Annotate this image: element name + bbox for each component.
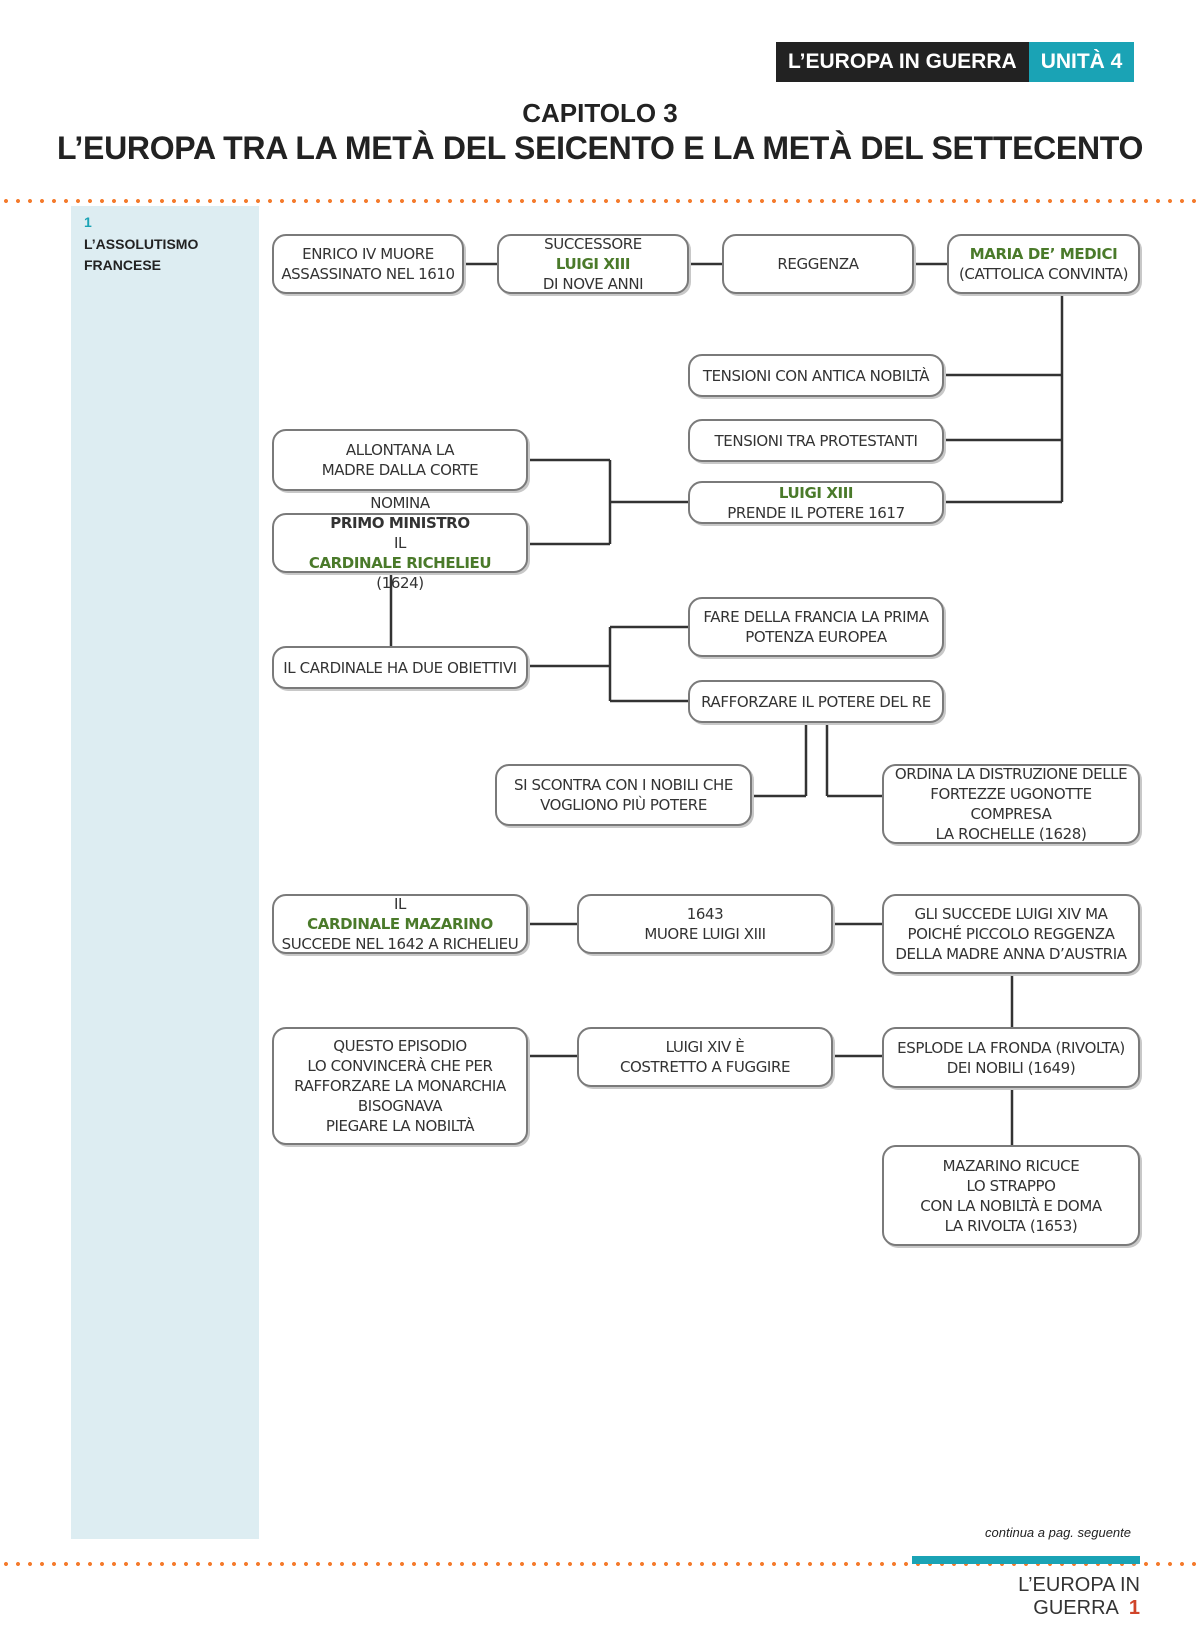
box-ordina-line2: FORTEZZE UGONOTTE COMPRESA	[930, 785, 1092, 823]
section-title: L’ASSOLUTISMO FRANCESE	[84, 236, 199, 273]
footer-title: L’EUROPA IN GUERRA	[1018, 1574, 1140, 1619]
box-allontana-line1: ALLONTANA LA	[345, 441, 455, 459]
box-maria-line2: (CATTOLICA CONVINTA)	[958, 265, 1129, 283]
box-successore: SUCCESSORE LUIGI XIII DI NOVE ANNI	[497, 234, 689, 294]
box-maria-highlight: MARIA DE’ MEDICI	[969, 245, 1118, 263]
chapter-label: CAPITOLO 3	[522, 98, 678, 128]
box-mazarino-line2: SUCCEDE NEL 1642 A RICHELIEU	[281, 935, 519, 953]
box-fronda-line2: DEI NOBILI (1649)	[946, 1058, 1076, 1077]
box-allontana-madre: ALLONTANA LA MADRE DALLA CORTE	[272, 429, 528, 491]
box-enrico-line1: ENRICO IV MUORE	[302, 245, 434, 263]
page-number: 1	[1128, 1597, 1140, 1619]
continue-note: continua a pag. seguente	[985, 1525, 1132, 1540]
bottom-dotted-divider	[0, 1562, 1200, 1566]
box-luigi-potere-highlight: LUIGI XIII	[778, 483, 854, 502]
box-mazarino-highlight: CARDINALE MAZARINO	[307, 915, 493, 933]
box-successore-line2: DI NOVE ANNI	[542, 275, 644, 293]
box-episodio-line1: QUESTO EPISODIO	[333, 1037, 467, 1055]
box-costretto-fuggire: LUIGI XIV È COSTRETTO A FUGGIRE	[577, 1027, 833, 1087]
box-ordina-line1: ORDINA LA DISTRUZIONE DELLE	[894, 765, 1128, 783]
box-succede-line1: GLI SUCCEDE LUIGI XIV MA	[914, 905, 1108, 923]
box-obiettivi-label: IL CARDINALE HA DUE OBIETTIVI	[283, 658, 517, 677]
box-tensioni-nobilta: TENSIONI CON ANTICA NOBILTÀ	[688, 354, 944, 397]
box-muore-line1: 1643	[686, 905, 724, 923]
page-title: L’EUROPA TRA LA METÀ DEL SEICENTO E LA M…	[56, 130, 1144, 166]
box-luigi-potere-text: PRENDE IL POTERE 1617	[727, 503, 905, 522]
box-scontra-nobili: SI SCONTRA CON I NOBILI CHE VOGLIONO PIÙ …	[495, 764, 752, 826]
box-succede-line2: POICHÉ PICCOLO REGGENZA	[907, 925, 1115, 943]
unit-tag-title: L’EUROPA IN GUERRA	[776, 42, 1029, 82]
footer-accent-bar	[912, 1556, 1140, 1564]
box-rafforzare-label: RAFFORZARE IL POTERE DEL RE	[701, 692, 931, 711]
box-maria-de-medici: MARIA DE’ MEDICI (CATTOLICA CONVINTA)	[947, 234, 1140, 294]
box-fuggire-line1: LUIGI XIV È	[665, 1038, 745, 1056]
box-nomina-richelieu: NOMINA PRIMO MINISTRO IL CARDINALE RICHE…	[272, 494, 528, 592]
box-mazarino-prefix: IL	[394, 895, 406, 913]
box-reggenza: REGGENZA	[722, 234, 914, 294]
box-tensioni-protestanti-label: TENSIONI TRA PROTESTANTI	[714, 431, 918, 450]
box-ordina-distruzione: ORDINA LA DISTRUZIONE DELLE FORTEZZE UGON…	[882, 764, 1140, 844]
box-succede-luigi-xiv: GLI SUCCEDE LUIGI XIV MA POICHÉ PICCOLO R…	[882, 894, 1140, 974]
box-tensioni-protestanti: TENSIONI TRA PROTESTANTI	[688, 419, 944, 462]
box-luigi-prende-potere: LUIGI XIII PRENDE IL POTERE 1617	[688, 481, 944, 524]
box-allontana-line2: MADRE DALLA CORTE	[321, 461, 479, 479]
box-fronda: ESPLODE LA FRONDA (RIVOLTA)DEI NOBILI (1…	[882, 1027, 1140, 1088]
box-ricuce-line2: LO STRAPPO	[966, 1176, 1056, 1195]
box-successore-highlight: LUIGI XIII	[555, 255, 631, 273]
box-tensioni-nobilta-label: TENSIONI CON ANTICA NOBILTÀ	[702, 366, 930, 385]
box-nomina-prefix: NOMINA	[370, 494, 430, 512]
box-episodio-line5: PIEGARE LA NOBILTÀ	[325, 1117, 475, 1135]
box-francia-line2: POTENZA EUROPEA	[745, 628, 887, 646]
box-francia-line1: FARE DELLA FRANCIA LA PRIMA	[703, 608, 929, 626]
box-nomina-highlight: CARDINALE RICHELIEU	[308, 554, 492, 572]
box-episodio-line3: RAFFORZARE LA MONARCHIA	[294, 1077, 506, 1095]
box-due-obiettivi: IL CARDINALE HA DUE OBIETTIVI	[272, 646, 528, 689]
box-ricuce-line1: MAZARINO RICUCE	[942, 1156, 1080, 1175]
box-episodio-line2: LO CONVINCERÀ CHE PER	[307, 1057, 493, 1075]
box-enrico-line2: ASSASSINATO NEL 1610	[281, 265, 455, 283]
box-ordina-line3: LA ROCHELLE (1628)	[935, 825, 1087, 843]
unit-tag-number: UNITÀ 4	[1028, 42, 1135, 82]
unit-tag: L’EUROPA IN GUERRA UNITÀ 4	[776, 42, 1135, 82]
box-questo-episodio: QUESTO EPISODIO LO CONVINCERÀ CHE PER RAFF…	[272, 1027, 528, 1145]
top-dotted-divider	[0, 199, 1200, 203]
section-number: 1	[84, 214, 92, 230]
box-nomina-bold: PRIMO MINISTRO	[330, 514, 470, 532]
box-fuggire-line2: COSTRETTO A FUGGIRE	[619, 1058, 791, 1076]
box-succede-line3: DELLA MADRE ANNA D’AUSTRIA	[895, 945, 1127, 963]
box-rafforzare-potere: RAFFORZARE IL POTERE DEL RE	[688, 680, 944, 723]
box-enrico-iv: ENRICO IV MUORE ASSASSINATO NEL 1610	[272, 234, 464, 294]
box-reggenza-label: REGGENZA	[777, 255, 859, 273]
section-sidebar	[71, 206, 259, 1539]
box-episodio-line4: BISOGNAVA	[357, 1097, 443, 1115]
box-ricuce-line4: LA RIVOLTA (1653)	[944, 1216, 1078, 1235]
box-prima-potenza: FARE DELLA FRANCIA LA PRIMA POTENZA EUROP…	[688, 597, 944, 657]
box-successore-prefix: SUCCESSORE	[544, 235, 642, 253]
box-ricuce-line3: CON LA NOBILTÀ E DOMA	[920, 1196, 1102, 1215]
box-scontra-line2: VOGLIONO PIÙ POTERE	[540, 796, 707, 814]
box-muore-line2: MUORE LUIGI XIII	[644, 925, 766, 943]
box-scontra-line1: SI SCONTRA CON I NOBILI CHE	[514, 776, 733, 794]
box-nomina-suffix: IL	[394, 534, 406, 552]
box-nomina-year: (1624)	[376, 574, 424, 592]
box-fronda-line1: ESPLODE LA FRONDA (RIVOLTA)	[897, 1038, 1125, 1057]
box-cardinale-mazarino: IL CARDINALE MAZARINO SUCCEDE NEL 1642 A …	[272, 894, 528, 954]
